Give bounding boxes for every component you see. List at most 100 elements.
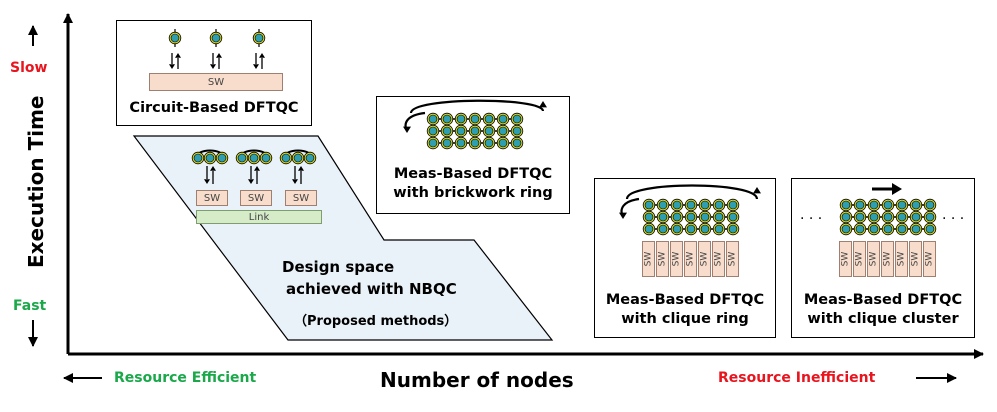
arrow-head <box>753 187 761 194</box>
qubit-node <box>642 222 656 236</box>
nbqc-design-space <box>132 135 554 341</box>
qubit-node <box>712 222 726 236</box>
arrow-head <box>403 126 411 133</box>
clique-ring-sw-2: SW <box>656 241 669 277</box>
clique-cluster-sw-5: SW <box>895 241 908 277</box>
qubit-node <box>440 136 454 150</box>
qubit-node <box>698 222 712 236</box>
qubit-node <box>235 151 249 165</box>
qubit-node <box>468 124 482 138</box>
qubit-node <box>252 31 266 45</box>
qubit-node <box>839 222 853 236</box>
arrow-head <box>210 166 216 171</box>
clique-cluster-sw-4: SW <box>881 241 894 277</box>
clique-ring-graph <box>619 184 761 236</box>
qubit-node <box>853 198 867 212</box>
qubit-node <box>440 112 454 126</box>
clique-cluster-sw-6: SW <box>909 241 922 277</box>
qubit-node <box>496 124 510 138</box>
arrow-head <box>210 64 216 69</box>
qubit-node <box>496 112 510 126</box>
qubit-node <box>909 222 923 236</box>
qubit-node <box>303 151 317 165</box>
arrow-head <box>169 64 175 69</box>
qubit-node <box>881 210 895 224</box>
qubit-node <box>839 210 853 224</box>
qubit-node <box>291 151 305 165</box>
arrow-head <box>259 53 265 58</box>
qubit-node <box>698 198 712 212</box>
clique-ring-sw-1: SW <box>642 241 655 277</box>
qubit-node <box>712 198 726 212</box>
qubit-node <box>203 151 217 165</box>
clique-ring-caption-line1: Meas-Based DFTQC <box>605 292 765 308</box>
circuit-based-box: SW Circuit-Based DFTQC <box>116 20 312 126</box>
qubit-node <box>482 112 496 126</box>
nbqc-sw-1: SW <box>196 190 228 206</box>
fast-label: Fast <box>13 298 47 314</box>
qubit-node <box>191 151 205 165</box>
qubit-node <box>853 210 867 224</box>
clique-cluster-graph <box>839 183 937 236</box>
qubit-node <box>656 222 670 236</box>
circuit-caption: Circuit-Based DFTQC <box>129 100 299 116</box>
qubit-node <box>895 222 909 236</box>
qubit-node <box>642 198 656 212</box>
qubit-node <box>881 198 895 212</box>
clique-cluster-sw-1: SW <box>839 241 852 277</box>
clique-ring-sw-6: SW <box>712 241 725 277</box>
qubit-node <box>440 124 454 138</box>
qubit-node <box>468 112 482 126</box>
nbqc-sw-3: SW <box>285 190 317 206</box>
resource-efficient-label: Resource Efficient <box>114 370 257 386</box>
qubit-node <box>496 136 510 150</box>
qubit-node <box>482 124 496 138</box>
qubit-node <box>482 136 496 150</box>
arrow-head <box>539 101 547 108</box>
clique-ring-sw-3: SW <box>670 241 683 277</box>
clique-ring-top <box>625 184 759 200</box>
qubit-node <box>726 198 740 212</box>
cluster-arrow-head <box>892 183 902 195</box>
nbqc-subtitle: （Proposed methods） <box>294 314 458 329</box>
y-axis-label: Execution Time <box>24 95 48 268</box>
qubit-node <box>698 210 712 224</box>
qubit-node <box>881 222 895 236</box>
qubit-node <box>909 198 923 212</box>
nbqc-qubits <box>191 149 317 184</box>
qubit-node <box>670 210 684 224</box>
circuit-qubits <box>168 29 266 69</box>
arrow-head <box>292 179 298 184</box>
qubit-node <box>867 222 881 236</box>
qubit-node <box>923 222 937 236</box>
clique-ring-caption-line2: with clique ring <box>621 311 749 327</box>
brickwork-box: Meas-Based DFTQC with brickwork ring <box>376 96 570 214</box>
qubit-node <box>726 222 740 236</box>
qubit-node <box>923 198 937 212</box>
slow-label: Slow <box>10 60 48 76</box>
qubit-node <box>839 198 853 212</box>
arrow-head <box>253 64 259 69</box>
qubit-node <box>670 198 684 212</box>
qubit-node <box>468 136 482 150</box>
cluster-dots-right: . . . <box>942 207 965 223</box>
arrow-head <box>204 179 210 184</box>
clique-cluster-sw-2: SW <box>853 241 866 277</box>
nbqc-link-block: Link <box>196 210 322 224</box>
qubit-node <box>510 136 524 150</box>
clique-ring-sw-4: SW <box>684 241 697 277</box>
qubit-node <box>426 136 440 150</box>
arrow-head <box>298 166 304 171</box>
clique-cluster-caption-line1: Meas-Based DFTQC <box>803 292 963 308</box>
qubit-node <box>168 31 182 45</box>
x-axis-label: Number of nodes <box>380 368 574 392</box>
clique-cluster-sw-7: SW <box>923 241 936 277</box>
qubit-node <box>656 210 670 224</box>
nbqc-title-line1: Design space <box>282 258 395 276</box>
qubit-node <box>454 112 468 126</box>
clique-cluster-caption-line2: with clique cluster <box>807 311 959 327</box>
qubit-node <box>684 222 698 236</box>
qubit-node <box>426 112 440 126</box>
